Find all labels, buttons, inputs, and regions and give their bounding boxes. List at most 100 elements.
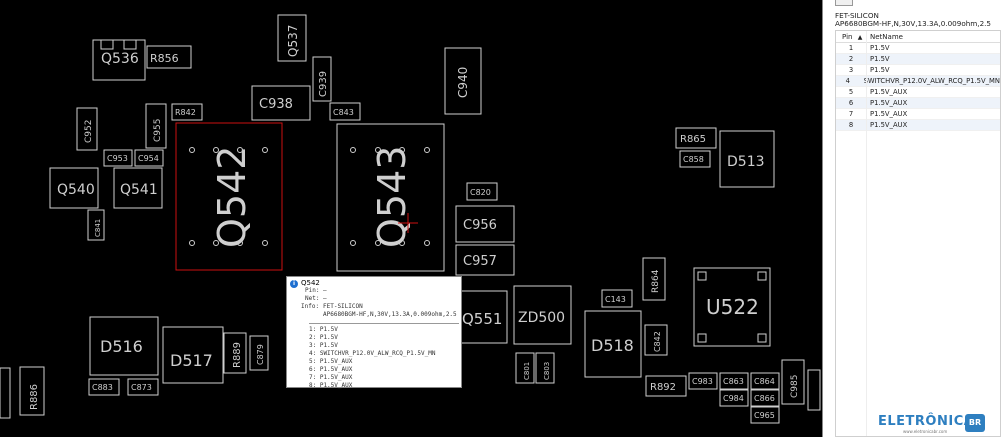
panel-top-button[interactable] bbox=[835, 0, 853, 6]
pin-cell: 2 bbox=[848, 55, 854, 63]
component-r864[interactable]: R864 bbox=[642, 257, 666, 301]
table-header: Pin ▲ NetName bbox=[836, 31, 1000, 43]
label-q537: Q537 bbox=[286, 25, 300, 57]
net-cell: P1.5V bbox=[870, 44, 890, 52]
component-c984[interactable]: C984 bbox=[719, 389, 749, 407]
component-r889[interactable]: R889 bbox=[223, 332, 247, 374]
component-r865[interactable]: R865 bbox=[675, 127, 717, 149]
component-c803[interactable]: C803 bbox=[535, 352, 555, 384]
component-c938[interactable]: C938 bbox=[251, 85, 311, 121]
component-c143[interactable]: C143 bbox=[601, 289, 633, 308]
tooltip-net-value: — bbox=[323, 295, 327, 302]
component-q543[interactable]: Q543 bbox=[336, 123, 445, 272]
component-r842[interactable]: R842 bbox=[171, 103, 203, 121]
component-c983[interactable]: C983 bbox=[688, 372, 718, 390]
label-c983: C983 bbox=[692, 377, 713, 386]
component-c965[interactable]: C965 bbox=[750, 406, 780, 424]
component-c957[interactable]: C957 bbox=[455, 244, 515, 276]
component-c820[interactable]: C820 bbox=[466, 182, 498, 201]
pcb-board-view[interactable]: Q536 R856 Q537 C939 C940 C938 C8 bbox=[0, 0, 821, 437]
component-u522[interactable]: U522 bbox=[693, 267, 771, 347]
label-c955: C955 bbox=[153, 119, 163, 142]
pin-cell: 3 bbox=[848, 66, 854, 74]
component-c841[interactable]: C841 bbox=[87, 209, 105, 241]
component-c985[interactable]: C985 bbox=[781, 359, 805, 405]
component-c953[interactable]: C953 bbox=[103, 149, 133, 167]
component-c879[interactable]: C879 bbox=[249, 335, 269, 371]
component-c858[interactable]: C858 bbox=[679, 150, 711, 168]
component-c952[interactable]: C952 bbox=[76, 107, 98, 151]
label-c939: C939 bbox=[318, 71, 329, 97]
component-c956[interactable]: C956 bbox=[455, 205, 515, 243]
label-r864: R864 bbox=[651, 269, 661, 293]
label-c803: C803 bbox=[543, 362, 551, 380]
component-q541[interactable]: Q541 bbox=[113, 167, 163, 209]
label-r865: R865 bbox=[680, 134, 706, 145]
pin-cell: 4 bbox=[845, 77, 850, 85]
tooltip-net-label: Net: bbox=[305, 295, 320, 302]
component-q537[interactable]: Q537 bbox=[277, 14, 307, 62]
component-q551[interactable]: Q551 bbox=[460, 290, 508, 344]
component-c864[interactable]: C864 bbox=[750, 372, 780, 390]
component-c843[interactable]: C843 bbox=[329, 102, 361, 121]
label-c863: C863 bbox=[723, 377, 744, 386]
label-c143: C143 bbox=[605, 295, 626, 304]
pcb-canvas[interactable]: Q536 R856 Q537 C939 C940 C938 C8 bbox=[0, 0, 821, 437]
component-r856[interactable]: R856 bbox=[146, 45, 192, 69]
component-c883[interactable]: C883 bbox=[88, 378, 120, 396]
label-r892: R892 bbox=[650, 382, 676, 393]
label-u522: U522 bbox=[706, 295, 759, 319]
component-d518[interactable]: D518 bbox=[584, 310, 642, 378]
component-r886[interactable]: R886 bbox=[19, 366, 45, 416]
label-q551: Q551 bbox=[462, 310, 502, 328]
component-c954[interactable]: C954 bbox=[134, 149, 164, 167]
label-q543: Q543 bbox=[370, 146, 414, 248]
info-icon: i bbox=[290, 280, 298, 288]
label-q536: Q536 bbox=[101, 51, 139, 67]
label-c842: C842 bbox=[653, 331, 662, 352]
label-c965: C965 bbox=[754, 411, 775, 420]
label-c940: C940 bbox=[456, 67, 470, 98]
component-q536[interactable]: Q536 bbox=[92, 39, 146, 81]
tooltip-pin-6: 6: P1.5V_AUX bbox=[309, 366, 353, 373]
component-q540[interactable]: Q540 bbox=[49, 167, 99, 209]
component-d513[interactable]: D513 bbox=[719, 130, 775, 188]
component-c940[interactable]: C940 bbox=[444, 47, 482, 115]
edge-outline bbox=[807, 369, 821, 411]
edge-outline bbox=[0, 367, 11, 419]
component-c863[interactable]: C863 bbox=[719, 372, 749, 390]
component-c866[interactable]: C866 bbox=[750, 389, 780, 407]
tooltip-pin-8: 8: P1.5V_AUX bbox=[309, 382, 353, 389]
component-r892[interactable]: R892 bbox=[645, 375, 687, 397]
label-r842: R842 bbox=[175, 108, 196, 117]
component-c939[interactable]: C939 bbox=[312, 56, 332, 102]
component-c842[interactable]: C842 bbox=[644, 324, 668, 356]
sort-up-icon: ▲ bbox=[857, 33, 863, 41]
pin-cell: 8 bbox=[848, 121, 854, 129]
label-d517: D517 bbox=[170, 351, 213, 370]
component-d516[interactable]: D516 bbox=[89, 316, 159, 376]
column-header-netname[interactable]: NetName bbox=[870, 32, 903, 41]
component-c873[interactable]: C873 bbox=[127, 378, 159, 396]
component-q542-selected[interactable]: Q542 bbox=[175, 122, 283, 271]
part-type: FET-SILICON bbox=[835, 11, 879, 20]
column-header-pin[interactable]: Pin ▲ bbox=[836, 33, 866, 41]
label-r886: R886 bbox=[29, 384, 40, 410]
component-c801[interactable]: C801 bbox=[515, 352, 535, 384]
component-c955[interactable]: C955 bbox=[145, 103, 167, 149]
component-zd500[interactable]: ZD500 bbox=[513, 285, 572, 345]
watermark-url: www.eletronicabr.com bbox=[903, 429, 948, 434]
component-d517[interactable]: D517 bbox=[162, 326, 224, 384]
label-c873: C873 bbox=[131, 383, 152, 392]
label-c985: C985 bbox=[790, 375, 800, 398]
